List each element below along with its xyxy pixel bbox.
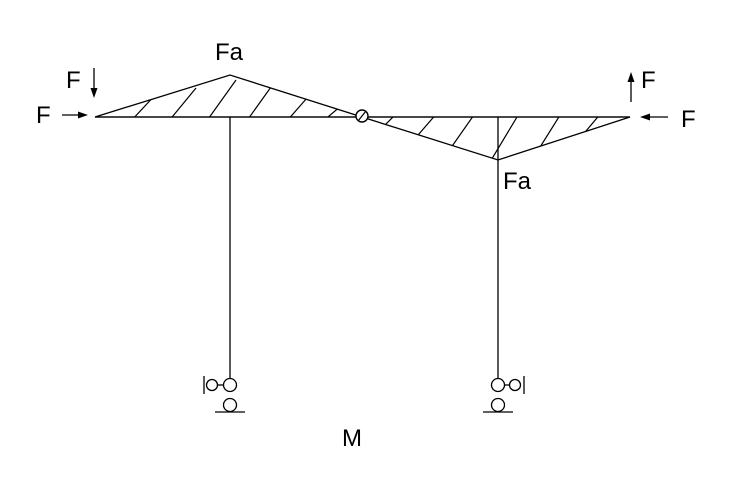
force-label-left-vertical: F <box>66 67 81 94</box>
moment-region-left <box>94 74 363 118</box>
peak-label-left: Fa <box>215 39 244 66</box>
hinge-icon <box>355 109 369 123</box>
peak-label-right: Fa <box>503 168 532 195</box>
arrow-up-icon <box>627 72 635 102</box>
force-label-right-horizontal: F <box>681 106 696 133</box>
arrow-right-icon <box>62 111 88 119</box>
roller-support-right-icon <box>483 376 525 413</box>
hatch-left <box>129 79 349 117</box>
diagram-caption: M <box>342 425 362 452</box>
arrow-left-icon <box>640 113 668 121</box>
force-label-right-vertical: F <box>641 67 656 94</box>
arrow-down-icon <box>90 68 98 98</box>
roller-support-left-icon <box>203 376 245 413</box>
force-label-left-horizontal: F <box>36 102 51 129</box>
moment-region-right <box>361 116 631 161</box>
